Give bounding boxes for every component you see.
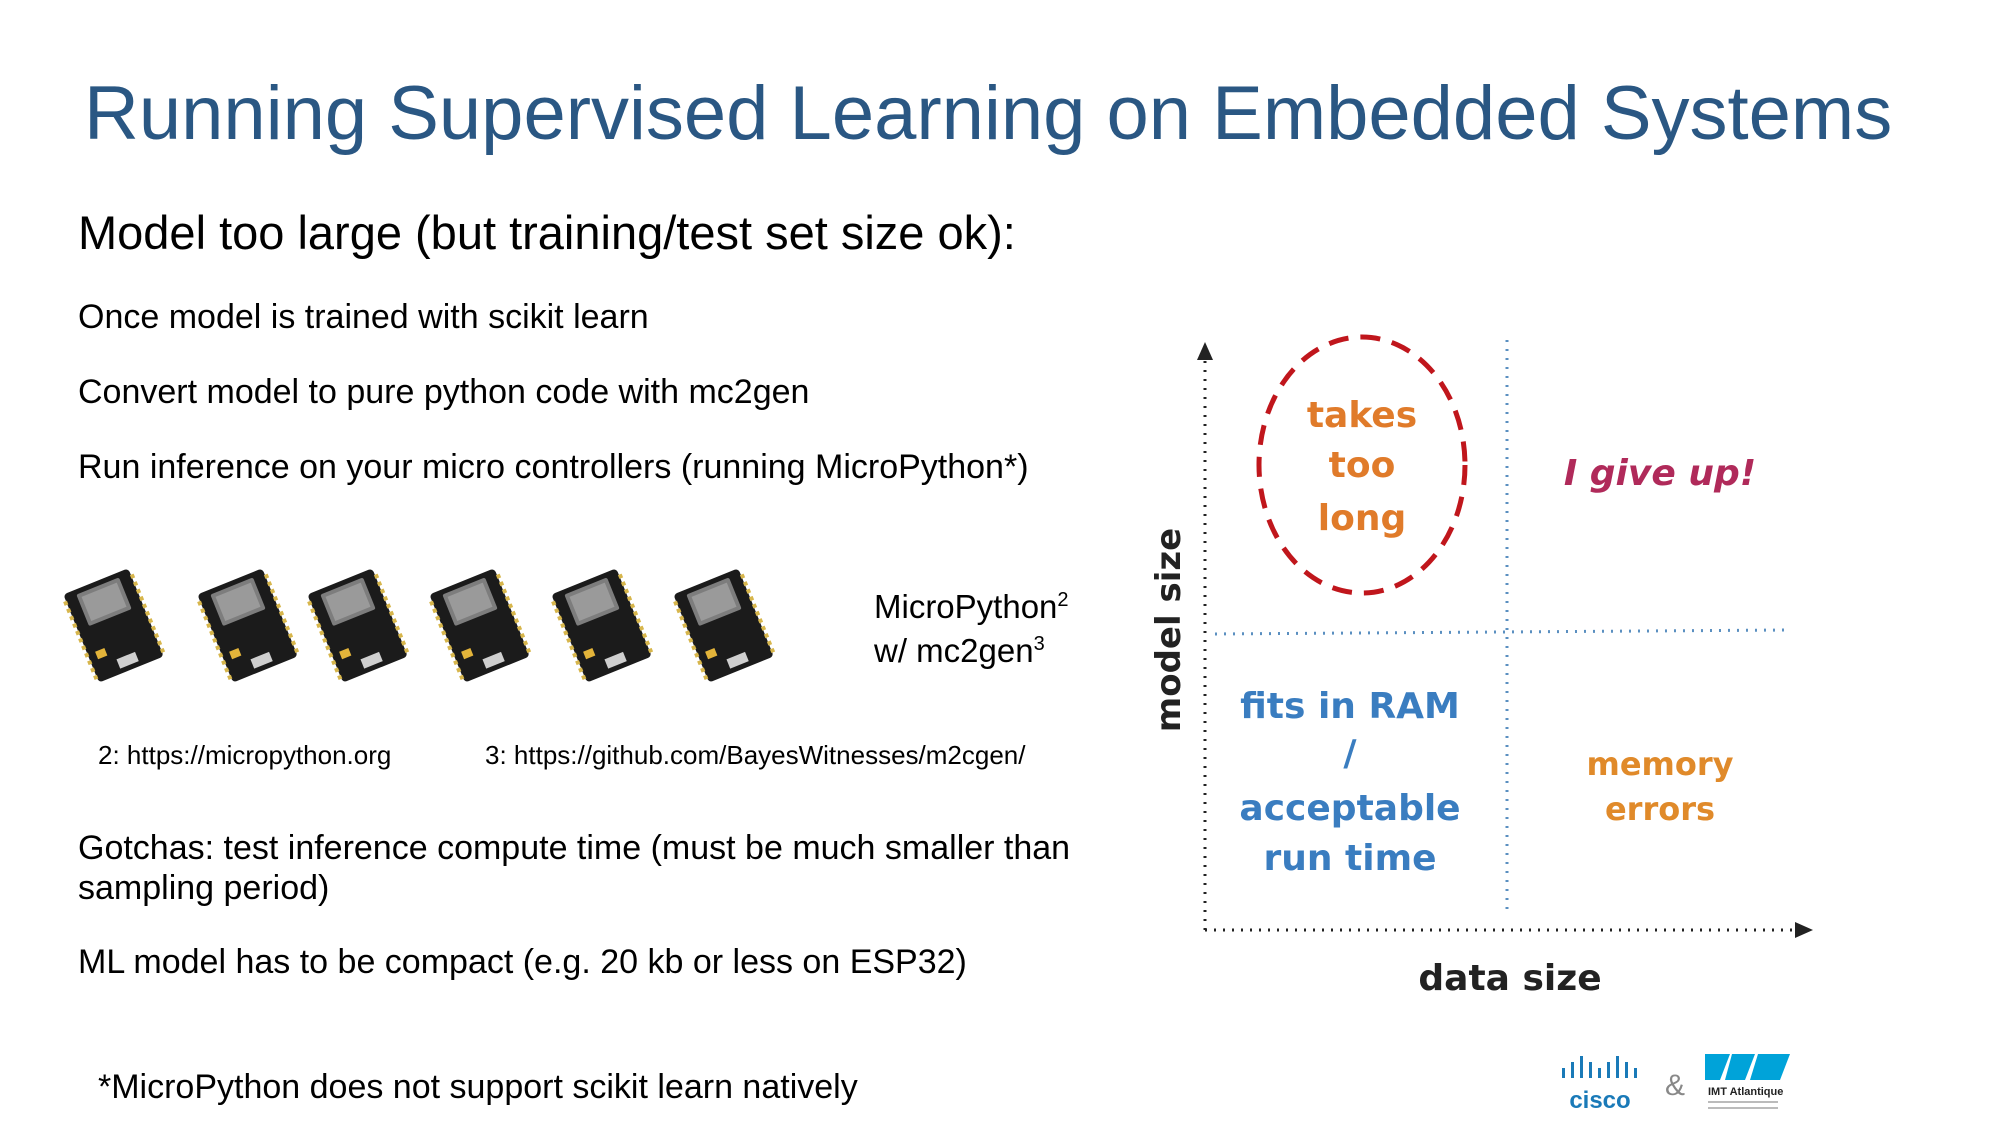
- esp32-board-icon: [551, 569, 654, 682]
- quadrant-top-right: I give up!: [1564, 453, 1756, 494]
- imt-atlantique-logo: IMT Atlantique: [1705, 1054, 1790, 1109]
- y-axis-label: model size: [1150, 528, 1189, 732]
- x-axis-label: data size: [1418, 958, 1601, 999]
- cisco-logo: cisco: [1562, 1056, 1637, 1114]
- esp32-boards-image: [63, 569, 776, 682]
- cisco-logo-text: cisco: [1569, 1087, 1630, 1114]
- quadrant-top-left-line3: long: [1318, 498, 1406, 539]
- logo-separator: &: [1665, 1069, 1685, 1102]
- slide-title: Running Supervised Learning on Embedded …: [84, 71, 1893, 156]
- esp32-board-icon: [63, 569, 166, 682]
- micropython-text: MicroPython: [874, 588, 1058, 625]
- footnote: *MicroPython does not support scikit lea…: [98, 1068, 858, 1106]
- highlight-circle: [1256, 334, 1468, 596]
- bullet-trained: Once model is trained with scikit learn: [78, 298, 649, 336]
- quadrant-bottom-right-line2: errors: [1605, 790, 1715, 828]
- quadrant-bottom-left-line4: run time: [1263, 838, 1436, 879]
- micropython-ref: 2: [1057, 589, 1069, 611]
- reference-micropython: 2: https://micropython.org: [98, 740, 392, 770]
- esp32-board-icon: [307, 569, 410, 682]
- reference-m2cgen: 3: https://github.com/BayesWitnesses/m2c…: [485, 740, 1026, 770]
- micropython-label: MicroPython2 w/ mc2gen3: [874, 585, 1069, 673]
- y-axis-arrow-icon: [1197, 342, 1213, 360]
- quadrant-bottom-left-line3: acceptable: [1239, 788, 1460, 829]
- esp32-board-icon: [429, 569, 532, 682]
- mc2gen-text: w/ mc2gen: [874, 632, 1034, 669]
- quadrant-diagram: model size data size takes too long I gi…: [1150, 334, 1813, 999]
- quadrant-bottom-right-line1: memory: [1586, 745, 1733, 783]
- imt-atlantique-text: IMT Atlantique: [1708, 1086, 1783, 1098]
- esp32-board-icon: [197, 569, 300, 682]
- gotchas-text: Gotchas: test inference compute time (mu…: [78, 829, 1071, 907]
- x-axis-arrow-icon: [1795, 922, 1813, 938]
- horizontal-divider: [1214, 628, 1791, 636]
- footer-logos: cisco & IMT Atlantique: [1562, 1054, 1790, 1114]
- quadrant-bottom-left-line2: /: [1343, 733, 1357, 774]
- compact-text: ML model has to be compact (e.g. 20 kb o…: [78, 943, 967, 981]
- slide-subtitle: Model too large (but training/test set s…: [78, 206, 1016, 259]
- bullet-inference: Run inference on your micro controllers …: [78, 448, 1029, 486]
- bullet-convert: Convert model to pure python code with m…: [78, 373, 810, 411]
- quadrant-bottom-left-line1: fits in RAM: [1240, 686, 1460, 727]
- quadrant-top-left-line2: too: [1329, 445, 1396, 486]
- esp32-board-icon: [673, 569, 776, 682]
- quadrant-top-left-line1: takes: [1307, 395, 1417, 436]
- mc2gen-ref: 3: [1033, 633, 1045, 655]
